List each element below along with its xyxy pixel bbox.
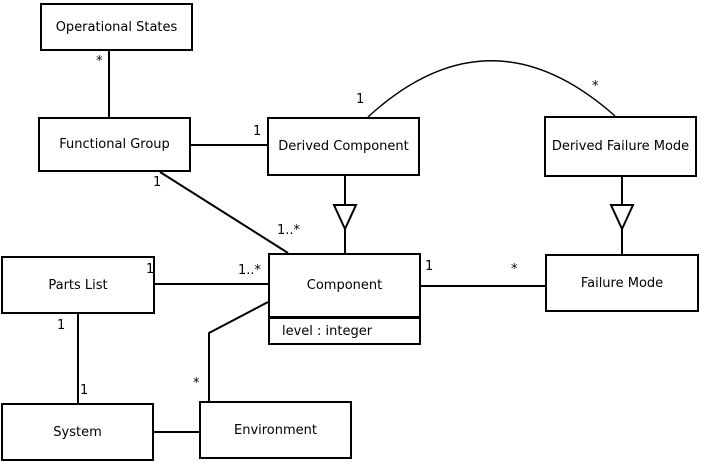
multiplicity-label: 1 [153,175,162,190]
generalization-triangle-icon [609,204,635,232]
edge-derived-component-derived-failure-mode-arc [367,60,616,118]
multiplicity-label: 1 [425,259,434,274]
class-name-label: Component [306,278,383,293]
multiplicity-label: * [511,262,518,277]
multiplicity-label: 1..* [238,263,262,278]
class-environment[interactable]: Environment [199,401,352,459]
class-attribute-label: level : integer [270,316,419,343]
class-functional-group[interactable]: Functional Group [38,117,191,172]
class-derived-component[interactable]: Derived Component [267,117,420,176]
generalization-triangle-icon [332,204,358,232]
class-name-label: Parts List [48,277,108,293]
class-derived-failure-mode[interactable]: Derived Failure Mode [544,116,697,177]
class-name-label: Functional Group [59,137,170,152]
multiplicity-label: 1 [80,383,89,398]
multiplicity-label: * [193,376,200,391]
multiplicity-label: * [592,79,599,94]
class-name-label: Derived Failure Mode [551,139,690,154]
class-name-label: Operational States [55,19,178,35]
class-parts-list[interactable]: Parts List [1,256,155,314]
class-system[interactable]: System [1,403,154,461]
edge-component-environment [208,301,269,401]
class-name-label: Derived Component [278,139,409,154]
multiplicity-label: 1 [253,124,262,139]
edge-functional-group-component [159,171,289,254]
multiplicity-label: 1 [146,262,155,277]
class-name-label: System [53,424,102,440]
multiplicity-label: 1 [356,92,365,107]
multiplicity-label: 1 [57,318,66,333]
class-failure-mode[interactable]: Failure Mode [545,254,699,312]
class-operational-states[interactable]: Operational States [40,3,193,51]
class-component[interactable]: Component level : integer [268,253,421,345]
class-name-label: Failure Mode [580,275,664,291]
multiplicity-label: * [96,54,103,69]
multiplicity-label: 1..* [277,223,301,238]
class-name-label: Environment [233,422,317,438]
